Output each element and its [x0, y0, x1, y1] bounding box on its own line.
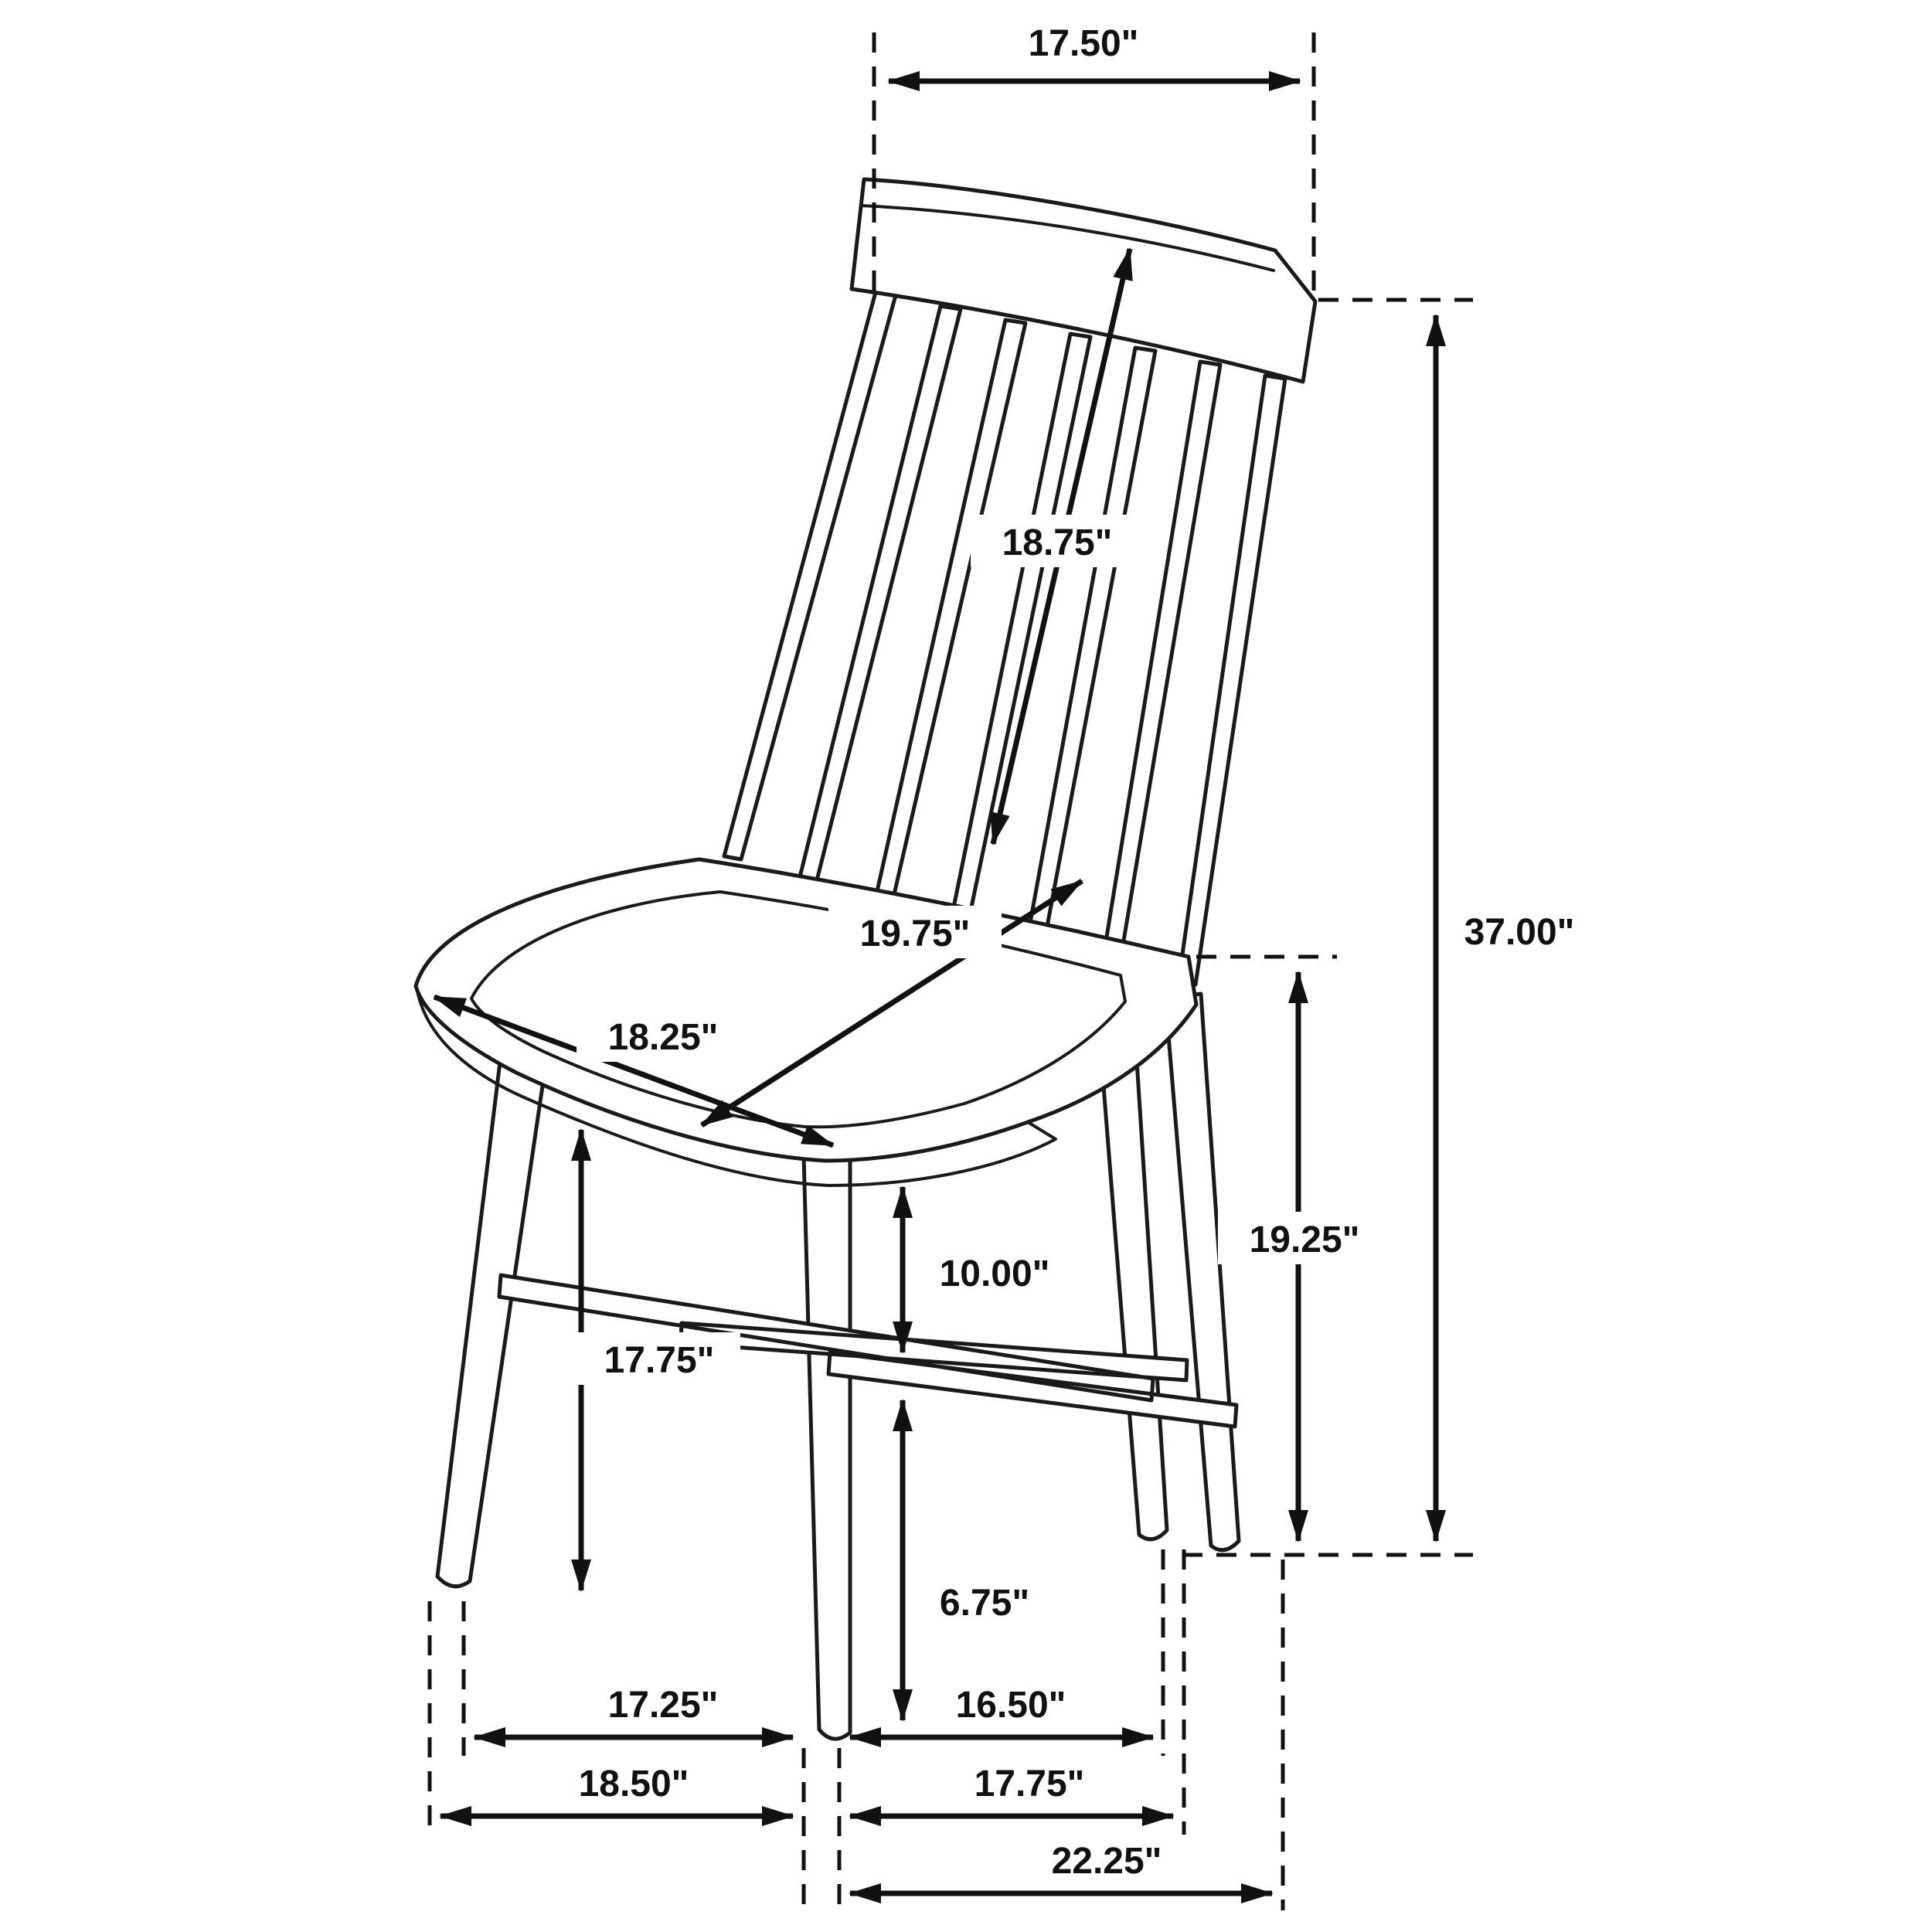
- dimension-label: 37.00": [1464, 912, 1575, 953]
- dimension-seat-depth: 19.75": [700, 879, 1083, 1128]
- dimension-label: 19.75": [860, 913, 971, 954]
- dimension-label: 10.00": [940, 1253, 1050, 1294]
- dimension-front-leg-spacing: 17.25": [473, 1685, 794, 1747]
- label-background: [971, 515, 1144, 567]
- dimension-label: 16.50": [956, 1685, 1066, 1726]
- dimension-front-overall-width: 18.50": [439, 1764, 794, 1826]
- chair-drawing: [413, 177, 1318, 1741]
- dimension-label: 19.25": [1250, 1219, 1360, 1260]
- dimension-label: 18.50": [579, 1764, 689, 1804]
- label-background: [577, 1009, 750, 1062]
- dimension-label: 17.75": [604, 1340, 715, 1381]
- label-background: [578, 1332, 740, 1385]
- dimension-top-width: 17.50": [887, 23, 1301, 91]
- dimension-underseat-clearance: 17.75": [571, 1128, 740, 1592]
- dimension-label: 17.75": [975, 1764, 1085, 1804]
- crest-rail-edge: [859, 204, 1275, 272]
- front-left-leg: [435, 1053, 548, 1589]
- dimension-seat-height: 19.25": [1218, 971, 1391, 1543]
- dimension-stretcher-to-floor: 6.75": [893, 1399, 1054, 1722]
- label-background: [828, 906, 1002, 958]
- dimension-label: 17.50": [1029, 23, 1139, 64]
- label-background: [915, 1575, 1054, 1628]
- extension-lines: [427, 32, 1473, 1910]
- label-background: [1218, 1212, 1391, 1264]
- dimension-overall-depth: 22.25": [849, 1841, 1274, 1903]
- dimension-label: 22.25": [1052, 1841, 1162, 1882]
- dimension-line: [433, 994, 835, 1148]
- dimension-label: 18.75": [1002, 522, 1113, 563]
- dimension-seat-to-stretcher: 10.00": [893, 1185, 1076, 1354]
- rear-right-leg: [1163, 992, 1241, 1553]
- front-right-leg: [801, 1153, 852, 1741]
- dimension-overall-height: 37.00": [1426, 314, 1575, 1543]
- dimension-side-leg-spacing: 16.50": [849, 1685, 1155, 1747]
- dimension-back-length: 18.75": [971, 247, 1144, 845]
- dimension-annotations: 17.50" 18.75" 37.00" 19.75" 18.25": [433, 23, 1575, 1903]
- dimension-label: 17.25": [608, 1685, 719, 1726]
- dimension-seat-width: 18.25": [433, 994, 835, 1148]
- rear-left-leg: [1097, 1022, 1169, 1542]
- dimension-label: 18.25": [608, 1017, 719, 1058]
- dimension-label: 6.75": [940, 1583, 1029, 1624]
- label-background: [913, 1246, 1076, 1298]
- dimension-side-inner-depth: 17.75": [849, 1764, 1175, 1826]
